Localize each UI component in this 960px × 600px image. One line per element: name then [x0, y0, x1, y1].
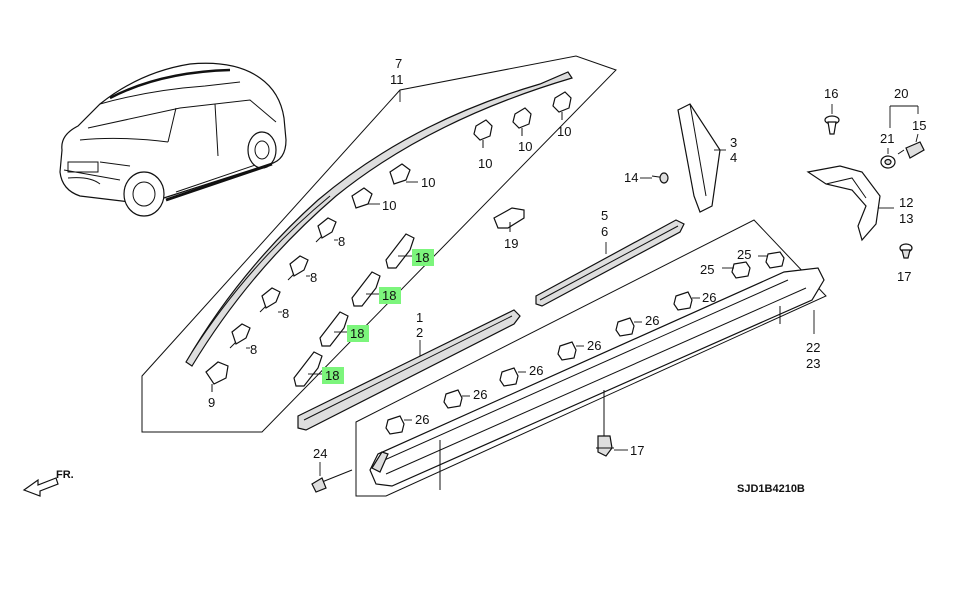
label-7: 7 [395, 56, 402, 71]
rear-door-garnish [535, 219, 685, 307]
clip-19 [493, 207, 525, 232]
label-11: 11 [390, 72, 404, 87]
clip-26 [385, 291, 693, 435]
grommet-21 [880, 155, 896, 169]
label-21: 21 [880, 131, 894, 146]
label-14: 14 [624, 170, 638, 185]
label-12: 12 [899, 195, 913, 210]
label-8: 8 [310, 270, 317, 285]
highlight-18 [379, 287, 401, 304]
side-sill-highlight-line [165, 162, 273, 202]
label-4: 4 [730, 150, 737, 165]
label-17: 17 [630, 443, 644, 458]
clip-17 [596, 416, 614, 457]
label-8: 8 [250, 342, 257, 357]
label-26: 26 [587, 338, 601, 353]
label-26: 26 [415, 412, 429, 427]
label-22: 22 [806, 340, 820, 355]
label-24: 24 [313, 446, 327, 461]
pillar-garnish [677, 103, 721, 213]
label-10: 10 [478, 156, 492, 171]
highlight-18 [322, 367, 344, 384]
clip-15 [897, 141, 925, 159]
clip-17 [899, 243, 913, 259]
label-8: 8 [338, 234, 345, 249]
clip-8 [229, 217, 337, 349]
label-18: 18 [382, 288, 396, 303]
label-10: 10 [421, 175, 435, 190]
label-26: 26 [702, 290, 716, 305]
label-26: 26 [529, 363, 543, 378]
clip-10 [351, 91, 572, 209]
label-10: 10 [518, 139, 532, 154]
label-25: 25 [737, 247, 751, 262]
label-6: 6 [601, 224, 608, 239]
label-15: 15 [912, 118, 926, 133]
label-2: 2 [416, 325, 423, 340]
label-16: 16 [824, 86, 838, 101]
label-5: 5 [601, 208, 608, 223]
label-20: 20 [894, 86, 908, 101]
label-1: 1 [416, 310, 423, 325]
label-25: 25 [700, 262, 714, 277]
label-18: 18 [325, 368, 339, 383]
roof-molding [185, 71, 573, 367]
label-26: 26 [645, 313, 659, 328]
group-outline-side-sill [355, 219, 827, 497]
roof-molding-highlight-line [109, 68, 231, 100]
door-garnish [297, 309, 521, 431]
highlight-18 [412, 249, 434, 266]
bolt-14 [651, 172, 669, 184]
label-3: 3 [730, 135, 737, 150]
side-sill-garnish [369, 267, 825, 487]
car-illustration [59, 62, 287, 217]
screw-24 [311, 469, 353, 493]
clip-25 [731, 251, 785, 279]
clip-16 [824, 115, 840, 135]
label-9: 9 [208, 395, 215, 410]
label-17: 17 [897, 269, 911, 284]
splash-guard [806, 165, 881, 242]
label-26: 26 [473, 387, 487, 402]
clip-9 [205, 361, 229, 392]
label-10: 10 [382, 198, 396, 213]
label-8: 8 [282, 306, 289, 321]
clip-18 [293, 233, 415, 387]
highlight-18 [347, 325, 369, 342]
label-10: 10 [557, 124, 571, 139]
label-18: 18 [350, 326, 364, 341]
front-direction-label: FR. [56, 469, 74, 481]
label-19: 19 [504, 236, 518, 251]
label-13: 13 [899, 211, 913, 226]
label-23: 23 [806, 356, 820, 371]
diagram-code: SJD1B4210B [737, 483, 805, 495]
label-18: 18 [415, 250, 429, 265]
front-direction-arrow-icon [22, 477, 59, 497]
